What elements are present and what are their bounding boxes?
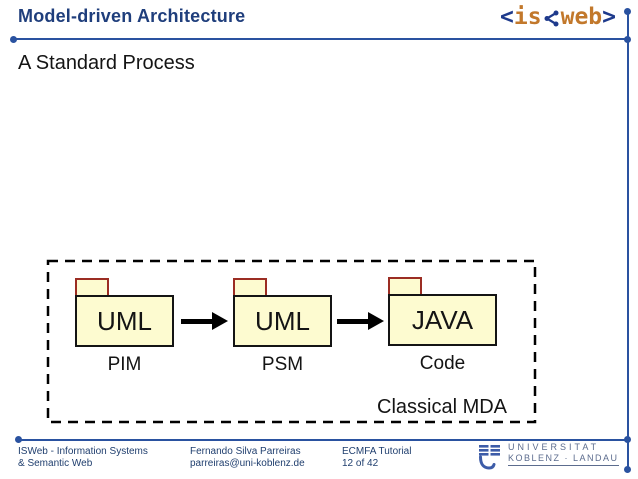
- line-dot: [624, 36, 631, 43]
- arrow-head: [368, 312, 384, 330]
- package-name: UML: [97, 305, 152, 336]
- logo-open-bracket: <: [500, 4, 514, 30]
- package-name: JAVA: [411, 304, 474, 335]
- arrow-right-icon: [337, 312, 384, 330]
- line-dot: [624, 466, 631, 473]
- header-rule: [13, 38, 628, 40]
- package-label: PIM: [107, 354, 142, 375]
- right-border-rule: [627, 12, 629, 470]
- logo-close-bracket: >: [602, 4, 616, 30]
- university-name-line1: UNIVERSITAT: [508, 442, 600, 452]
- slide-header-title: Model-driven Architecture: [18, 6, 246, 26]
- logo-is-text: is: [513, 4, 542, 30]
- package-label: Code: [419, 353, 466, 374]
- university-name-line2: KOBLENZ · LANDAU: [508, 453, 619, 466]
- logo-web-text: web: [560, 4, 603, 30]
- arrow-right-icon: [181, 312, 228, 330]
- university-icon: [479, 445, 500, 470]
- footer-author-email: parreiras@uni-koblenz.de: [190, 458, 305, 469]
- diagram-caption: Classical MDA: [377, 396, 508, 418]
- footer-rule: [18, 439, 628, 441]
- package-label: PSM: [261, 354, 304, 375]
- arrow-head: [212, 312, 228, 330]
- package-body: UML: [233, 295, 332, 347]
- package-body: UML: [75, 295, 174, 347]
- line-dot: [624, 436, 631, 443]
- share-icon: [544, 10, 559, 26]
- line-dot: [10, 36, 17, 43]
- arrow-shaft: [337, 319, 369, 324]
- footer-org-line2: & Semantic Web: [18, 458, 93, 469]
- slide-title: A Standard Process: [18, 52, 195, 74]
- line-dot: [15, 436, 22, 443]
- footer-organization: ISWeb - Information Systems & Semantic W…: [18, 446, 148, 470]
- package-body: JAVA: [388, 294, 497, 346]
- package-name: UML: [255, 305, 310, 336]
- footer-event-name: ECMFA Tutorial: [342, 446, 412, 457]
- arrow-shaft: [181, 319, 213, 324]
- footer-author: Fernando Silva Parreiras parreiras@uni-k…: [190, 446, 305, 470]
- university-name: UNIVERSITAT KOBLENZ · LANDAU: [508, 442, 619, 466]
- isweb-logo: <is web>: [500, 4, 616, 30]
- university-logo: UNIVERSITAT KOBLENZ · LANDAU: [477, 442, 619, 471]
- footer-event: ECMFA Tutorial 12 of 42: [342, 446, 411, 470]
- footer-org-line1: ISWeb - Information Systems: [18, 446, 148, 457]
- footer-page-number: 12 of 42: [342, 458, 379, 469]
- footer-author-name: Fernando Silva Parreiras: [190, 446, 301, 457]
- diagram-dashed-frame: [46, 259, 537, 424]
- line-dot: [624, 8, 631, 15]
